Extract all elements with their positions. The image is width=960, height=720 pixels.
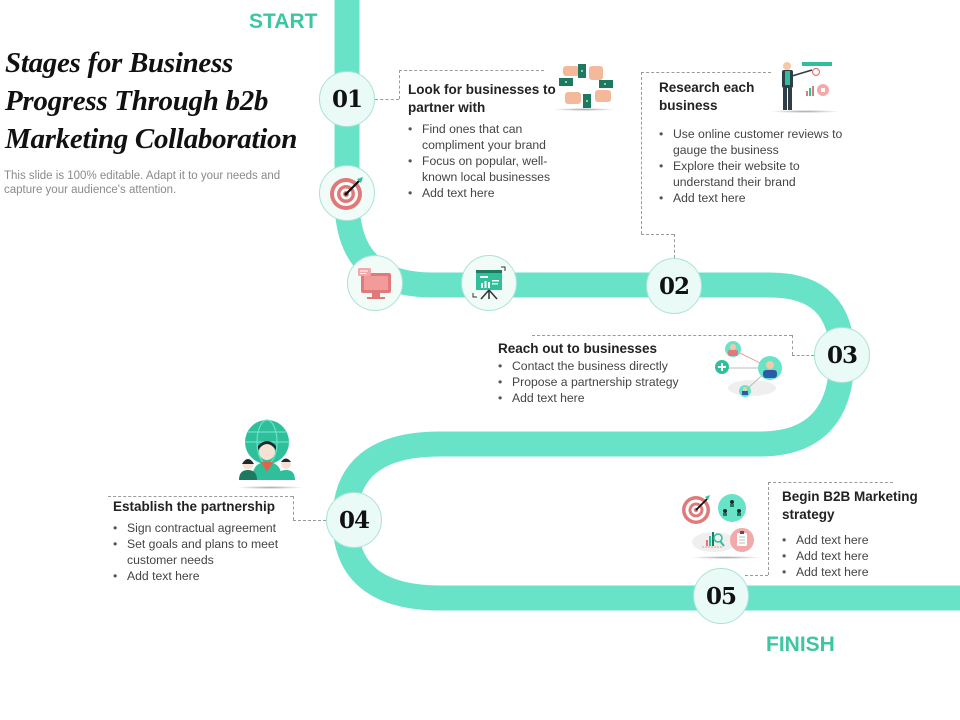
slide-subtitle: This slide is 100% editable. Adapt it to…: [4, 170, 281, 196]
network-people-icon: [715, 341, 782, 397]
connector-02-drop: [674, 234, 675, 258]
stage-number: 05: [705, 582, 737, 610]
road-icon-target: [319, 165, 375, 221]
connector-05-link: [745, 575, 768, 576]
target-icon: [682, 495, 710, 524]
illustration-shadow: [552, 108, 616, 111]
bullet: Contact the business directly: [498, 358, 708, 374]
stage-bullets: Sign contractual agreement Set goals and…: [113, 520, 303, 584]
connector-01-top: [399, 70, 544, 71]
connector-03-top: [532, 335, 792, 336]
stage-title: Research each business: [659, 80, 755, 113]
stage-05-card: Begin B2B Marketing strategy Add text he…: [782, 488, 952, 580]
stage-01-illustration: [555, 62, 615, 115]
stage-bullets: Contact the business directly Propose a …: [498, 358, 708, 406]
global-team-icon: [239, 419, 295, 480]
analytics-icon: [702, 532, 725, 548]
bullet: Use online customer reviews to gauge the…: [659, 126, 849, 158]
stage-bullets: Add text here Add text here Add text her…: [782, 532, 952, 580]
stage-title: Begin B2B Marketing strategy: [782, 489, 918, 522]
illustration-shadow: [236, 486, 304, 489]
stage-02-illustration: [772, 58, 836, 119]
stage-node-02[interactable]: 02: [646, 258, 702, 314]
connector-02-bottom: [641, 234, 674, 235]
stage-04-illustration: [236, 418, 298, 489]
stage-number: 01: [331, 85, 363, 113]
bullet: Propose a partnership strategy: [498, 374, 708, 390]
bullet: Add text here: [498, 390, 708, 406]
connector-03-link: [792, 355, 814, 356]
bullet: Add text here: [659, 190, 849, 206]
bullet: Add text here: [408, 185, 568, 201]
connector-04-vertical: [293, 496, 294, 520]
connector-05-top: [768, 482, 893, 483]
road-icon-presentation: [461, 255, 517, 311]
stage-node-05[interactable]: 05: [693, 568, 749, 624]
stage-title: Look for businesses to partner with: [408, 82, 556, 115]
handshake-circle-icon: [559, 64, 613, 108]
stage-05-illustration: [680, 490, 760, 565]
stage-02-card-title: Research each business: [659, 79, 779, 115]
bullet: Add text here: [782, 548, 952, 564]
bullet: Set goals and plans to meet customer nee…: [113, 536, 303, 568]
monitor-icon: [358, 268, 391, 299]
bullet: Add text here: [782, 532, 952, 548]
stage-04-card: Establish the partnership Sign contractu…: [113, 498, 303, 584]
connector-02-vertical: [641, 72, 642, 234]
bullet: Sign contractual agreement: [113, 520, 303, 536]
stage-number: 03: [826, 341, 858, 369]
team-hierarchy-icon: [718, 494, 746, 522]
stage-node-03[interactable]: 03: [814, 327, 870, 383]
bullet: Find ones that can compliment your brand: [408, 121, 568, 153]
stage-node-04[interactable]: 04: [326, 492, 382, 548]
slide-title: Stages for Business Progress Through b2b…: [5, 47, 298, 155]
presenter-chart-icon: [782, 62, 832, 110]
stage-node-01[interactable]: 01: [319, 71, 375, 127]
stage-bullets: Find ones that can compliment your brand…: [408, 121, 568, 201]
illustration-shadow: [690, 556, 762, 559]
stage-number: 04: [338, 506, 370, 534]
connector-02-top: [641, 72, 771, 73]
stage-01-card: Look for businesses to partner with Find…: [408, 81, 568, 201]
stage-bullets: Use online customer reviews to gauge the…: [659, 126, 849, 206]
stage-title: Reach out to businesses: [498, 341, 658, 356]
stage-number: 02: [658, 272, 690, 300]
start-label: START: [249, 10, 318, 33]
bullet: Explore their website to understand thei…: [659, 158, 849, 190]
connector-01: [375, 99, 399, 100]
road-icon-monitor: [347, 255, 403, 311]
connector-01-vertical: [399, 70, 400, 99]
stage-03-card: Reach out to businesses Contact the busi…: [498, 340, 708, 406]
connector-03-vertical: [792, 335, 793, 355]
illustration-shadow: [770, 110, 840, 113]
presentation-board-icon: [472, 266, 506, 300]
connector-04-link: [293, 520, 326, 521]
bullet: Focus on popular, well-known local busin…: [408, 153, 568, 185]
stage-03-illustration: [712, 336, 788, 407]
target-icon: [330, 177, 363, 210]
connector-05-vertical: [768, 482, 769, 575]
stage-02-card: Use online customer reviews to gauge the…: [659, 122, 849, 206]
finish-label: FINISH: [766, 633, 835, 656]
stage-title: Establish the partnership: [113, 499, 276, 514]
bullet: Add text here: [782, 564, 952, 580]
bullet: Add text here: [113, 568, 303, 584]
strategy-cluster-icon: [682, 494, 754, 552]
clipboard-icon: [730, 528, 754, 552]
connector-04-top: [108, 496, 293, 497]
